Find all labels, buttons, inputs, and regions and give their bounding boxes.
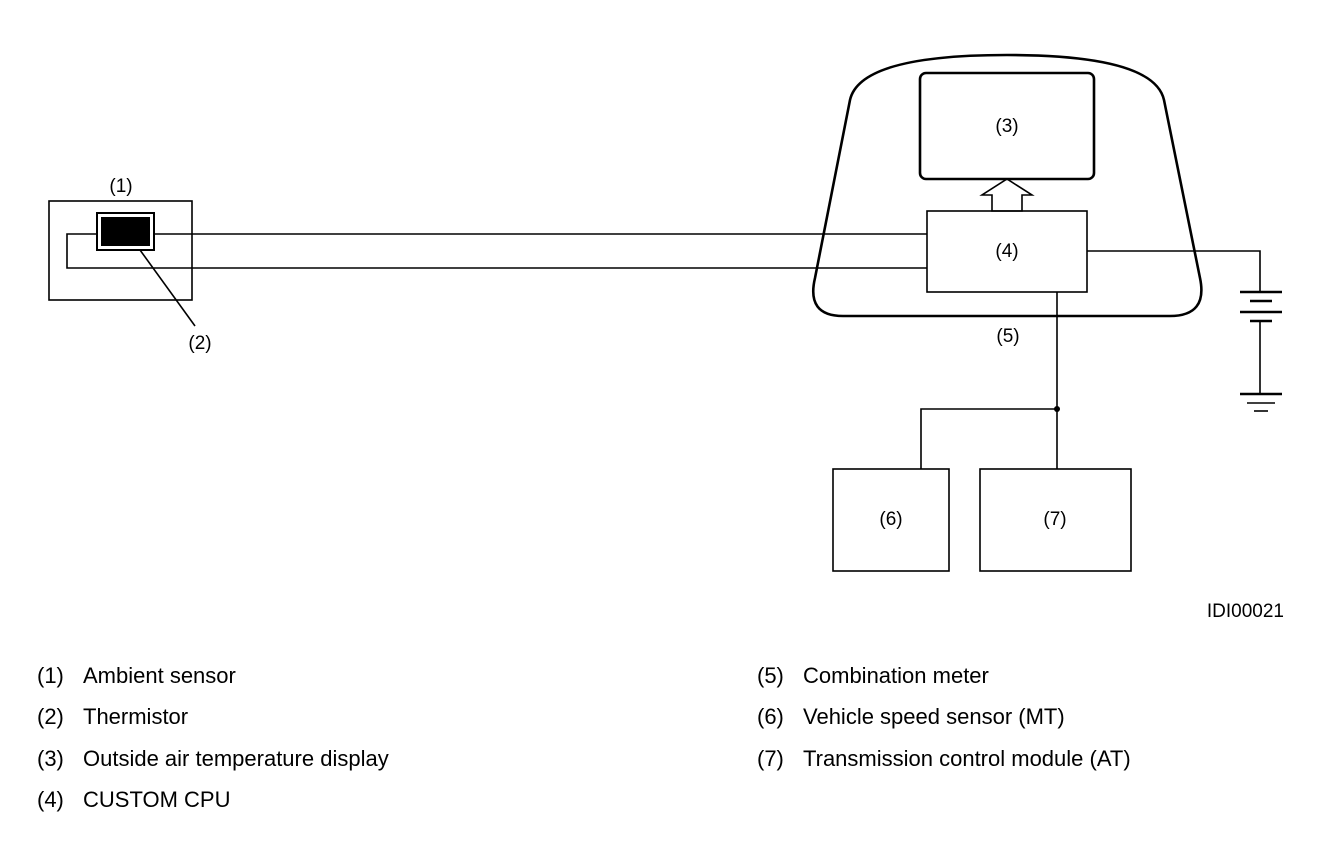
legend-item-6: (6) Vehicle speed sensor (MT) <box>757 706 1065 728</box>
battery-wire <box>1087 250 1261 292</box>
legend-text: Transmission control module (AT) <box>803 746 1131 771</box>
thermistor-leader <box>139 249 196 327</box>
legend-item-4: (4) CUSTOM CPU <box>37 789 231 811</box>
legend-item-7: (7) Transmission control module (AT) <box>757 748 1131 770</box>
sensor-loop-wire <box>66 233 927 269</box>
thermistor-label: (2) <box>188 333 211 354</box>
cpu-label: (4) <box>995 241 1018 262</box>
legend-item-5: (5) Combination meter <box>757 665 989 687</box>
legend-number: (1) <box>37 663 64 688</box>
tcm-label: (7) <box>1043 509 1066 530</box>
legend-number: (4) <box>37 787 64 812</box>
combination-meter-label: (5) <box>996 326 1019 347</box>
legend-text: CUSTOM CPU <box>83 787 231 812</box>
legend-text: Thermistor <box>83 704 189 729</box>
display-arrow <box>979 178 1035 212</box>
legend-item-1: (1) Ambient sensor <box>37 665 236 687</box>
legend-text: Outside air temperature display <box>83 746 389 771</box>
legend-number: (3) <box>37 746 64 771</box>
vehicle-speed-sensor-box <box>832 468 950 572</box>
legend-number: (2) <box>37 704 64 729</box>
display-label: (3) <box>995 116 1018 137</box>
legend-number: (5) <box>757 663 784 688</box>
speed-sensor-label: (6) <box>879 509 902 530</box>
legend-text: Ambient sensor <box>83 663 236 688</box>
combination-meter-housing <box>811 53 1203 318</box>
legend-number: (7) <box>757 746 784 771</box>
wire-junction <box>1054 406 1060 412</box>
legend-number: (6) <box>757 704 784 729</box>
speed-sensor-wire <box>920 408 1057 469</box>
thermistor-core <box>101 217 150 246</box>
ambient-sensor-box <box>48 200 193 301</box>
figure-id: IDI00021 <box>1207 601 1284 622</box>
legend-item-3: (3) Outside air temperature display <box>37 748 389 770</box>
legend-text: Combination meter <box>803 663 989 688</box>
legend-item-2: (2) Thermistor <box>37 706 188 728</box>
transmission-control-module-box <box>979 468 1132 572</box>
ambient-sensor-label: (1) <box>109 176 132 197</box>
legend-text: Vehicle speed sensor (MT) <box>803 704 1065 729</box>
